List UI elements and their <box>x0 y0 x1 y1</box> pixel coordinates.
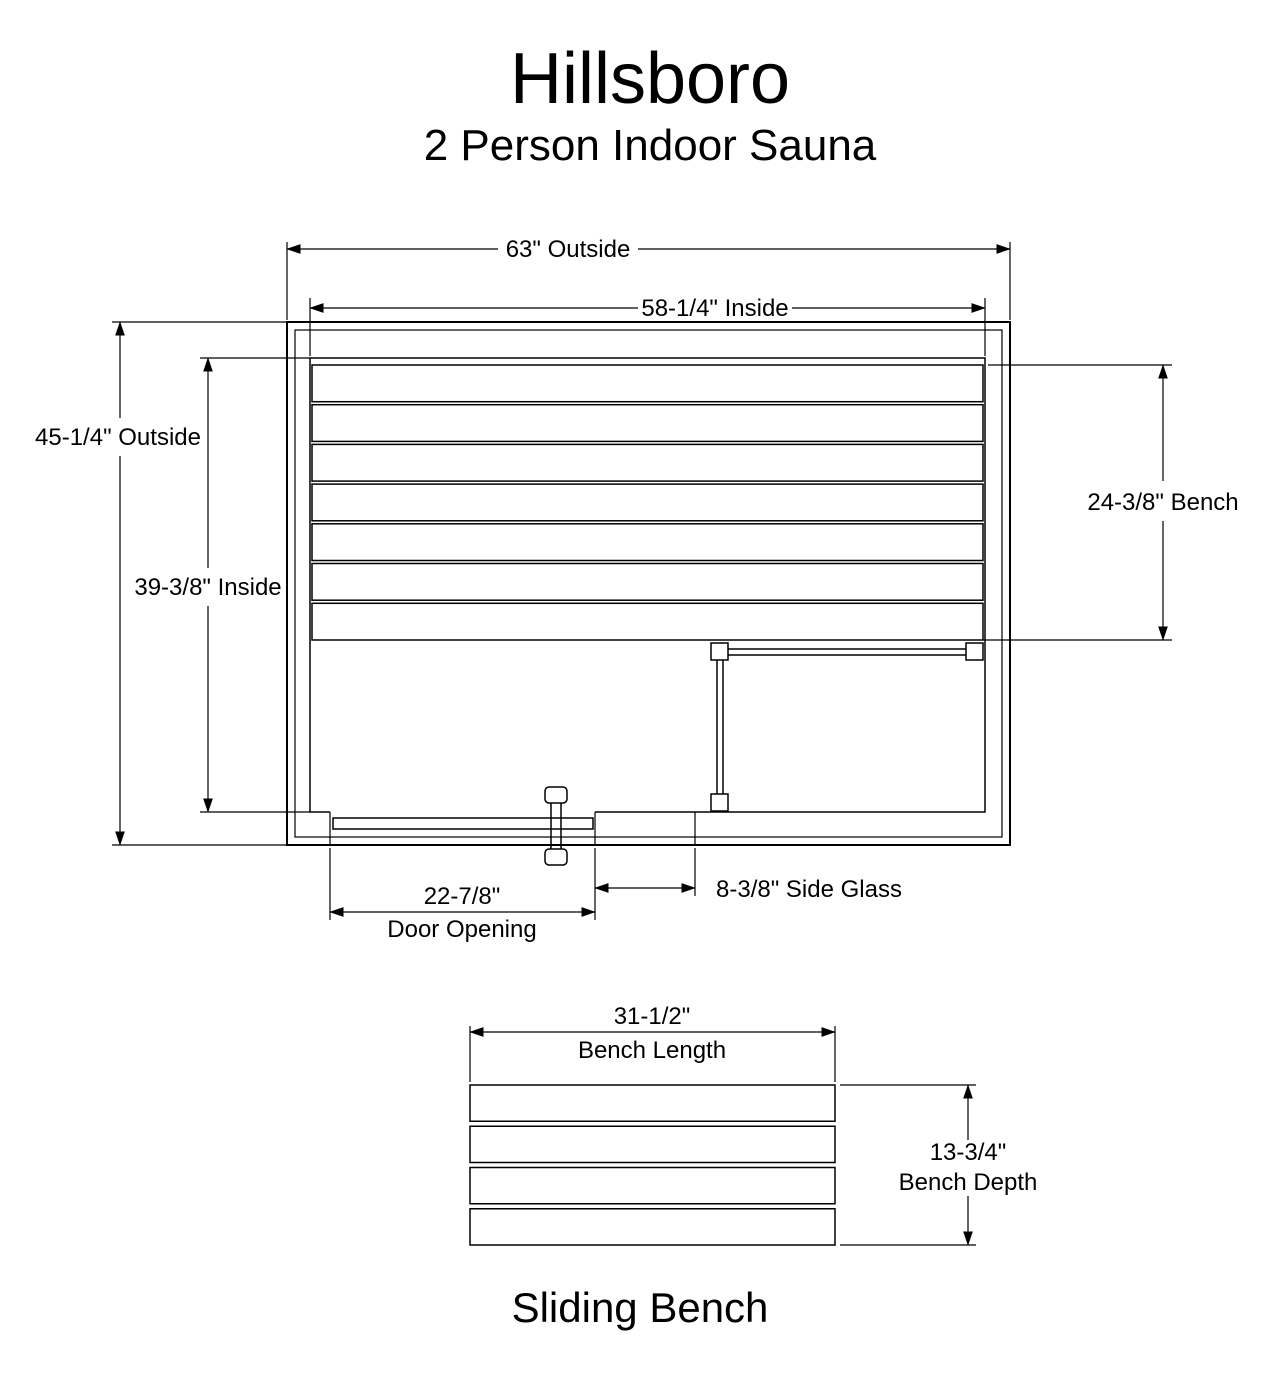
dim-bench-length-label: Bench Length <box>578 1037 726 1064</box>
dim-inside-width-label: 58-1/4" Inside <box>641 295 788 322</box>
dim-inside-depth-label: 39-3/8" Inside <box>134 574 281 601</box>
dim-door-label: Door Opening <box>387 916 536 943</box>
dim-bench-depth: 24-3/8" Bench <box>983 364 1239 641</box>
dim-inside-depth: 39-3/8" Inside <box>134 357 310 813</box>
dimensions: 63" Outside 58-1/4" Inside 45-1/4" Outsi… <box>35 236 1239 943</box>
bench-slat <box>311 602 984 641</box>
dim-outside-width: 63" Outside <box>286 236 1011 320</box>
dim-door-value: 22-7/8" <box>424 883 501 910</box>
inner-wall-face <box>309 357 986 813</box>
bench-detail-caption: Sliding Bench <box>512 1284 769 1331</box>
dim-side-glass: 8-3/8" Side Glass <box>594 848 902 903</box>
bench-slat <box>311 443 984 482</box>
bench-detail: 31-1/2" Bench Length 13-3/4" Bench Depth… <box>469 1003 1038 1331</box>
door-handle-knob-top <box>544 786 568 804</box>
dim-outside-depth-label: 45-1/4" Outside <box>35 424 201 451</box>
door-handle <box>544 786 568 866</box>
partition-post <box>710 793 729 812</box>
bench-slat <box>311 562 984 601</box>
bench-slat <box>469 1125 836 1164</box>
bench-slat <box>311 364 984 403</box>
dim-bench-depth-label: 24-3/8" Bench <box>1087 489 1238 516</box>
door-handle-knob-bottom <box>544 848 568 866</box>
partition-post <box>710 642 729 661</box>
bench-slat <box>311 523 984 562</box>
dim-inside-width: 58-1/4" Inside <box>309 295 986 356</box>
glass-partition <box>710 642 984 812</box>
dim-bench-length: 31-1/2" Bench Length <box>469 1003 836 1082</box>
sauna-walls <box>286 321 1011 846</box>
title-block: Hillsboro 2 Person Indoor Sauna <box>424 39 877 170</box>
dim-bench-length-value: 31-1/2" <box>614 1003 691 1030</box>
dim-bench-depth-value: 13-3/4" <box>930 1139 1007 1166</box>
page-subtitle: 2 Person Indoor Sauna <box>424 121 877 170</box>
bench-slat <box>469 1208 836 1246</box>
bench-slat <box>469 1166 836 1205</box>
bench-slat <box>469 1084 836 1122</box>
wall-panel-line <box>294 329 1003 838</box>
dim-door-opening: 22-7/8" Door Opening <box>329 848 596 943</box>
bench-slats <box>311 364 984 641</box>
floor-plan <box>286 321 1011 866</box>
outer-wall <box>286 321 1011 846</box>
dim-bench-depth-label: Bench Depth <box>899 1169 1038 1196</box>
bench-slat <box>311 403 984 443</box>
page-title: Hillsboro <box>510 39 790 119</box>
bench-slat <box>311 483 984 522</box>
partition-post <box>965 642 984 661</box>
dim-outside-depth: 45-1/4" Outside <box>35 321 287 846</box>
dim-outside-width-label: 63" Outside <box>506 236 631 263</box>
door-panel <box>332 817 594 830</box>
dim-bench-detail-depth: 13-3/4" Bench Depth <box>840 1084 1038 1246</box>
bench-detail-slats <box>469 1084 836 1246</box>
dim-side-glass-label: 8-3/8" Side Glass <box>716 876 902 903</box>
